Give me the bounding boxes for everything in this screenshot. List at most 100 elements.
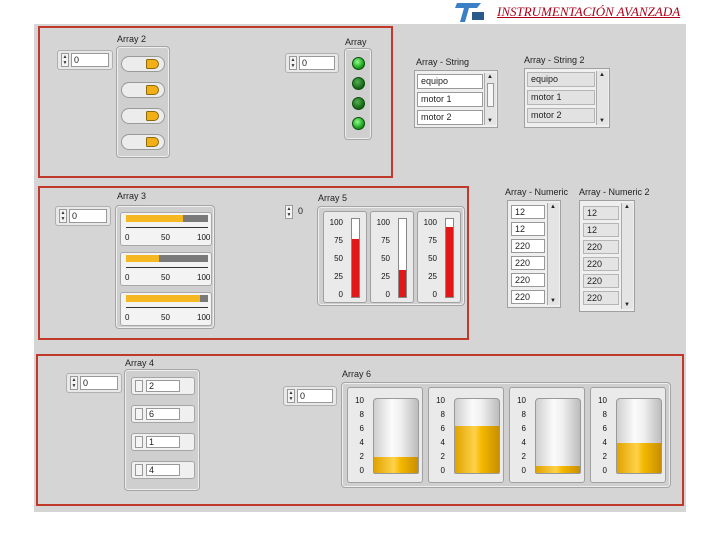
scrollbar[interactable]: ▲ ▼	[621, 203, 633, 309]
array6-index-control[interactable]: ▲▼ 0	[283, 386, 337, 406]
scroll-up-icon[interactable]: ▲	[487, 74, 493, 80]
array-numeric-listbox[interactable]: 12 12 220 220 220 220 ▲ ▼	[507, 200, 561, 308]
tick-label: 0	[359, 466, 364, 475]
scroll-up-icon[interactable]: ▲	[624, 204, 630, 210]
array4-index-value[interactable]: 0	[80, 376, 118, 390]
spinner[interactable]	[135, 408, 143, 420]
tank-cylinder	[616, 398, 662, 474]
numeric-item[interactable]: 220	[511, 273, 545, 287]
horizontal-slide-3[interactable]: 0 50 100	[120, 292, 212, 326]
scrollbar[interactable]: ▲ ▼	[596, 71, 608, 125]
scroll-up-icon[interactable]: ▲	[550, 204, 556, 210]
tick-label: 2	[440, 452, 445, 461]
array6-index-value[interactable]: 0	[297, 389, 333, 403]
numeric-value[interactable]: 1	[146, 436, 180, 448]
numeric-value[interactable]: 6	[146, 408, 180, 420]
led-icon	[146, 111, 159, 121]
numeric-item: 220	[583, 274, 619, 288]
array2-index-control[interactable]: ▲▼ 0	[57, 50, 113, 70]
scroll-down-icon[interactable]: ▼	[487, 118, 493, 124]
tick-label: 0	[338, 290, 343, 299]
index-spinner[interactable]: ▲▼	[59, 209, 67, 223]
numeric-item[interactable]: 220	[511, 290, 545, 304]
slide-scale	[126, 227, 208, 231]
tick-label: 50	[334, 254, 343, 263]
gauge-fill	[352, 238, 359, 297]
tick-label: 10	[598, 396, 607, 405]
numeric-control-4[interactable]: 4	[131, 461, 195, 479]
numeric-item[interactable]: 12	[511, 222, 545, 236]
array3-label: Array 3	[117, 191, 147, 201]
tick-label: 4	[440, 438, 445, 447]
tank-fill	[374, 456, 418, 473]
tick-label: 4	[602, 438, 607, 447]
array2-led-1[interactable]	[121, 56, 165, 72]
scroll-down-icon[interactable]: ▼	[550, 298, 556, 304]
array2-label: Array 2	[117, 34, 147, 44]
index-spinner[interactable]: ▲▼	[287, 389, 295, 403]
spinner[interactable]	[135, 380, 143, 392]
numeric-item: 220	[583, 291, 619, 305]
array-index-control[interactable]: ▲▼ 0	[285, 53, 339, 73]
scroll-down-icon[interactable]: ▼	[624, 302, 630, 308]
numeric-control-1[interactable]: 2	[131, 377, 195, 395]
scrollbar[interactable]: ▲ ▼	[484, 73, 496, 125]
numeric-item[interactable]: 220	[511, 256, 545, 270]
green-led-1[interactable]	[352, 57, 365, 70]
green-led-3[interactable]	[352, 97, 365, 110]
array-string-listbox[interactable]: equipo motor 1 motor 2 ▲ ▼	[414, 70, 498, 128]
index-spinner[interactable]: ▲▼	[61, 53, 69, 67]
array6-label: Array 6	[342, 369, 372, 379]
array4-index-control[interactable]: ▲▼ 0	[66, 373, 122, 393]
array2-index-value[interactable]: 0	[71, 53, 109, 67]
gauge-fill	[399, 269, 406, 297]
numeric-item: 12	[583, 206, 619, 220]
array2-led-3[interactable]	[121, 108, 165, 124]
spinner[interactable]	[135, 436, 143, 448]
array3-index-value[interactable]: 0	[69, 209, 107, 223]
array-string2-listbox: equipo motor 1 motor 2 ▲ ▼	[524, 68, 610, 128]
slide-scale	[126, 307, 208, 311]
logo-icon	[451, 0, 487, 24]
array-numeric2-label: Array - Numeric 2	[579, 187, 650, 197]
green-led-2[interactable]	[352, 77, 365, 90]
index-spinner[interactable]: ▲▼	[70, 376, 78, 390]
scroll-down-icon[interactable]: ▼	[599, 118, 605, 124]
spinner[interactable]	[135, 464, 143, 476]
array2-led-2[interactable]	[121, 82, 165, 98]
list-item[interactable]: equipo	[417, 74, 483, 89]
numeric-value[interactable]: 2	[146, 380, 180, 392]
green-led-4[interactable]	[352, 117, 365, 130]
index-spinner[interactable]: ▲▼	[285, 205, 293, 219]
horizontal-slide-1[interactable]: 0 50 100	[120, 212, 212, 246]
tick-label: 75	[428, 236, 437, 245]
array-string2-label: Array - String 2	[524, 55, 585, 65]
section-frame-bottom	[36, 354, 684, 506]
tick-label: 4	[359, 438, 364, 447]
array3-index-control[interactable]: ▲▼ 0	[55, 206, 111, 226]
tick-label: 8	[602, 410, 607, 419]
scroll-up-icon[interactable]: ▲	[599, 72, 605, 78]
array2-led-4[interactable]	[121, 134, 165, 150]
numeric-item[interactable]: 220	[511, 239, 545, 253]
array5-index-control[interactable]: ▲▼ 0	[283, 203, 317, 223]
array-index-value[interactable]: 0	[299, 56, 335, 70]
tick-label: 50	[381, 254, 390, 263]
numeric-item[interactable]: 12	[511, 205, 545, 219]
tank-cylinder	[454, 398, 500, 474]
list-item: motor 2	[527, 108, 595, 123]
numeric-control-2[interactable]: 6	[131, 405, 195, 423]
numeric-value[interactable]: 4	[146, 464, 180, 476]
scroll-thumb[interactable]	[487, 83, 494, 107]
list-item[interactable]: motor 2	[417, 110, 483, 125]
horizontal-slide-2[interactable]: 0 50 100	[120, 252, 212, 286]
scrollbar[interactable]: ▲ ▼	[547, 203, 559, 305]
numeric-item: 12	[583, 223, 619, 237]
array5-index-value[interactable]: 0	[298, 206, 304, 216]
index-spinner[interactable]: ▲▼	[289, 56, 297, 70]
list-item[interactable]: motor 1	[417, 92, 483, 107]
tank-fill	[455, 426, 499, 473]
tick-label: 0	[385, 290, 390, 299]
numeric-control-3[interactable]: 1	[131, 433, 195, 451]
array-numeric-label: Array - Numeric	[505, 187, 569, 197]
